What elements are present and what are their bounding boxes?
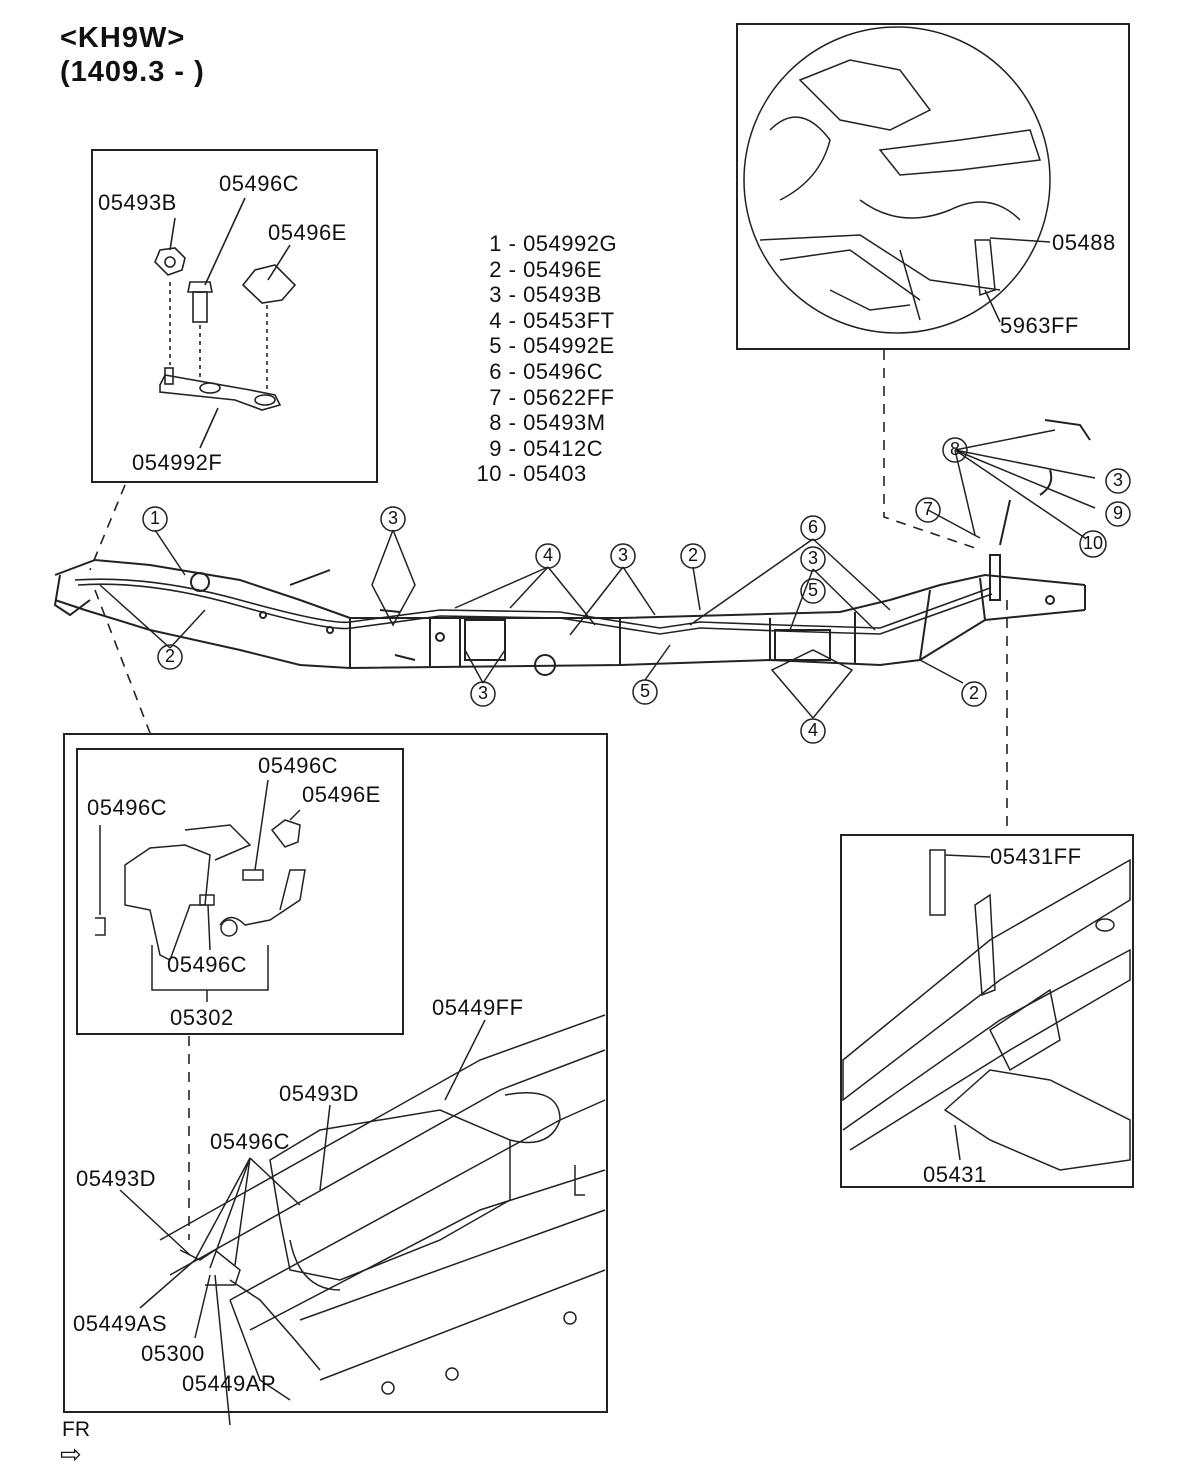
part-label: 05300 <box>141 1341 205 1366</box>
callout-circle <box>800 578 826 604</box>
underbody-drawing <box>119 1014 606 1426</box>
legend-item: 6 - 05496C <box>489 358 604 384</box>
part-label: 05496C <box>167 952 248 977</box>
callout-circle <box>142 506 168 532</box>
part-label: 05496C <box>87 795 168 820</box>
part-label: 05449AS <box>73 1311 168 1336</box>
callout-circle <box>157 644 183 670</box>
callout-number: 3 <box>808 548 819 568</box>
part-label: 05302 <box>170 1005 234 1030</box>
legend-item: 2 - 05496E <box>489 256 602 282</box>
callout-circle <box>680 543 706 569</box>
part-label: 05488 <box>1052 230 1116 255</box>
bracket-detail-drawing <box>154 197 297 449</box>
callout-circle <box>915 497 941 523</box>
production-range: (1409.3 - ) <box>60 56 205 88</box>
callout-circle <box>800 515 826 541</box>
callout-number: 4 <box>543 545 554 565</box>
dashed-leaders <box>89 350 1008 1240</box>
part-label: 05493B <box>98 190 177 215</box>
detail-box-rear-frame <box>840 834 1134 1188</box>
part-label: 05496E <box>268 220 347 245</box>
callout-number: 4 <box>808 720 819 740</box>
part-label: 05493D <box>76 1166 157 1191</box>
callout-circle <box>470 681 496 707</box>
part-label: 05431 <box>923 1162 987 1187</box>
front-direction-label: FR <box>62 1418 90 1441</box>
part-label: 05449FF <box>432 995 524 1020</box>
callout-number: 3 <box>388 508 399 528</box>
callout-number: 1 <box>150 508 161 528</box>
callout-circle <box>1105 501 1131 527</box>
rear-frame-drawing <box>842 849 1131 1171</box>
legend-item: 1 - 054992G <box>489 231 618 256</box>
part-label: 5963FF <box>1000 313 1079 338</box>
callout-circle <box>1105 468 1131 494</box>
legend-item: 10 - 05403 <box>476 461 587 487</box>
callout-number: 3 <box>618 545 629 565</box>
model-code: <KH9W> <box>60 22 186 54</box>
part-label: 054992F <box>132 450 223 475</box>
part-label: 05496C <box>258 753 339 778</box>
callout-circle <box>380 506 406 532</box>
part-label: 05449AP <box>182 1371 277 1396</box>
part-label: 05493D <box>279 1081 360 1106</box>
callout-number: 5 <box>640 681 651 701</box>
legend-item: 5 - 054992E <box>489 333 615 359</box>
callout-number: 2 <box>165 646 176 666</box>
callout-number: 2 <box>969 683 980 703</box>
callout-number: 3 <box>1113 470 1124 490</box>
callout-leaders <box>99 429 1096 719</box>
callout-circle <box>610 543 636 569</box>
callout-circle <box>535 543 561 569</box>
legend-item: 4 - 05453FT <box>489 307 615 333</box>
callout-number: 6 <box>808 517 819 537</box>
legend-item: 3 - 05493B <box>489 282 602 308</box>
frame-rail <box>53 419 1091 676</box>
callout-circle <box>1079 530 1107 558</box>
callout-circle <box>632 679 658 705</box>
legend-item: 8 - 05493M <box>489 410 606 436</box>
detail-box-bracket <box>91 149 378 483</box>
callout-circle <box>961 681 987 707</box>
callout-number: 2 <box>688 545 699 565</box>
callout-number: 5 <box>808 580 819 600</box>
part-label: 05496C <box>219 171 300 196</box>
callout-circle <box>942 437 968 463</box>
part-label: 05496E <box>302 782 381 807</box>
callout-circle <box>800 546 826 572</box>
callout-number: 3 <box>478 683 489 703</box>
engine-bay-drawing <box>743 26 1051 334</box>
legend-item: 9 - 05412C <box>489 435 604 461</box>
part-label: 05496C <box>210 1129 291 1154</box>
callout-number: 8 <box>950 439 961 459</box>
detail-box-bracket-inner <box>76 748 404 1035</box>
callout-number: 10 <box>1083 533 1104 553</box>
callout-number: 9 <box>1113 503 1124 523</box>
callout-circle <box>800 718 826 744</box>
parts-legend: 1 - 054992G 2 - 05496E 3 - 05493B 4 - 05… <box>470 231 650 487</box>
inner-bracket-drawing <box>95 779 306 1002</box>
front-arrow-icon: ⇨ <box>60 1440 82 1470</box>
detail-box-engine-bay <box>736 23 1130 350</box>
legend-item: 7 - 05622FF <box>489 384 615 410</box>
callout-number: 7 <box>923 499 934 519</box>
detail-box-front-underbody <box>63 733 608 1413</box>
part-label: 05431FF <box>990 844 1082 869</box>
